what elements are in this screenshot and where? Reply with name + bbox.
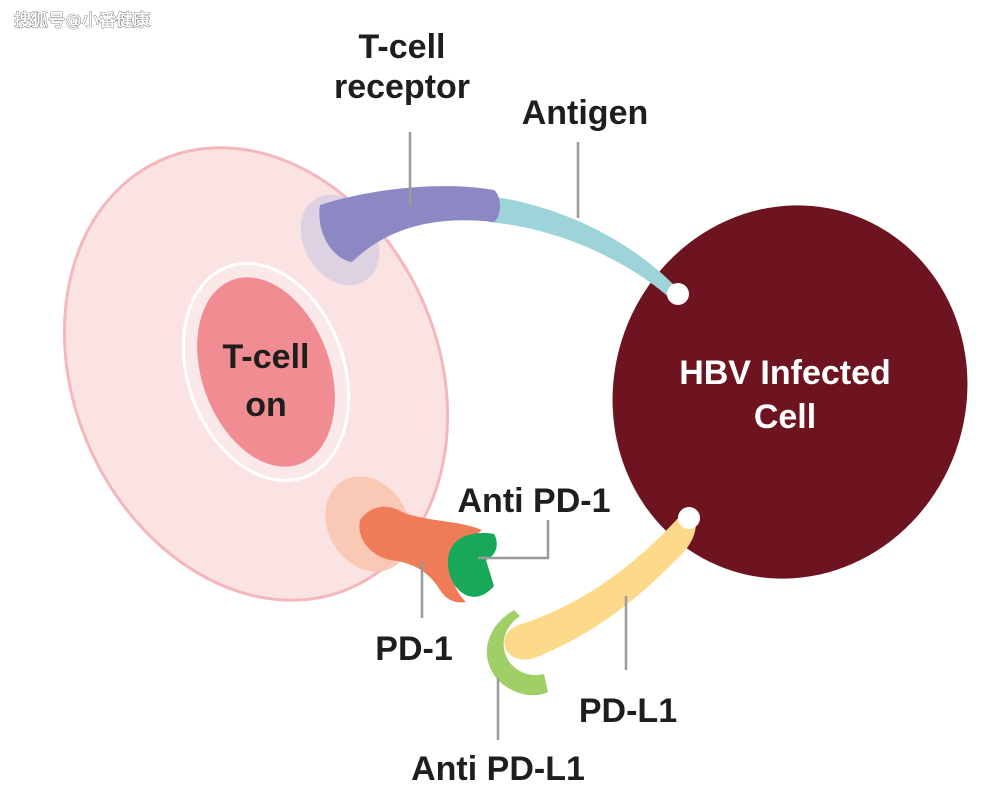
t-cell-receptor	[319, 186, 500, 262]
label-pd-l1: PD-L1	[579, 692, 677, 730]
anti-pd-l1-antibody	[486, 610, 548, 696]
t-cell-nucleus	[197, 277, 335, 467]
label-hbv-line2: Cell	[754, 398, 816, 436]
antigen-binding-dot	[667, 283, 689, 305]
anti-pd1-antibody	[448, 533, 497, 597]
pd-l1-ligand	[504, 516, 696, 660]
pd-l1-binding-dot	[678, 507, 700, 529]
label-tcell-on-line1: T-cell	[223, 338, 310, 376]
label-anti-pd1: Anti PD-1	[458, 482, 611, 520]
label-tcell-receptor-line1: T-cell	[359, 28, 446, 66]
hbv-infected-cell	[612, 205, 968, 579]
label-antigen: Antigen	[522, 94, 649, 132]
label-tcell-receptor-line2: receptor	[334, 68, 470, 106]
label-tcell-on-line2: on	[245, 386, 287, 424]
label-pd1: PD-1	[375, 630, 452, 668]
antigen-arc	[488, 196, 676, 300]
watermark-text: 搜狐号@小番健康	[14, 10, 151, 31]
leader-anti-pd1	[478, 520, 550, 560]
label-hbv-line1: HBV Infected	[679, 354, 891, 392]
label-anti-pd-l1: Anti PD-L1	[411, 750, 585, 788]
